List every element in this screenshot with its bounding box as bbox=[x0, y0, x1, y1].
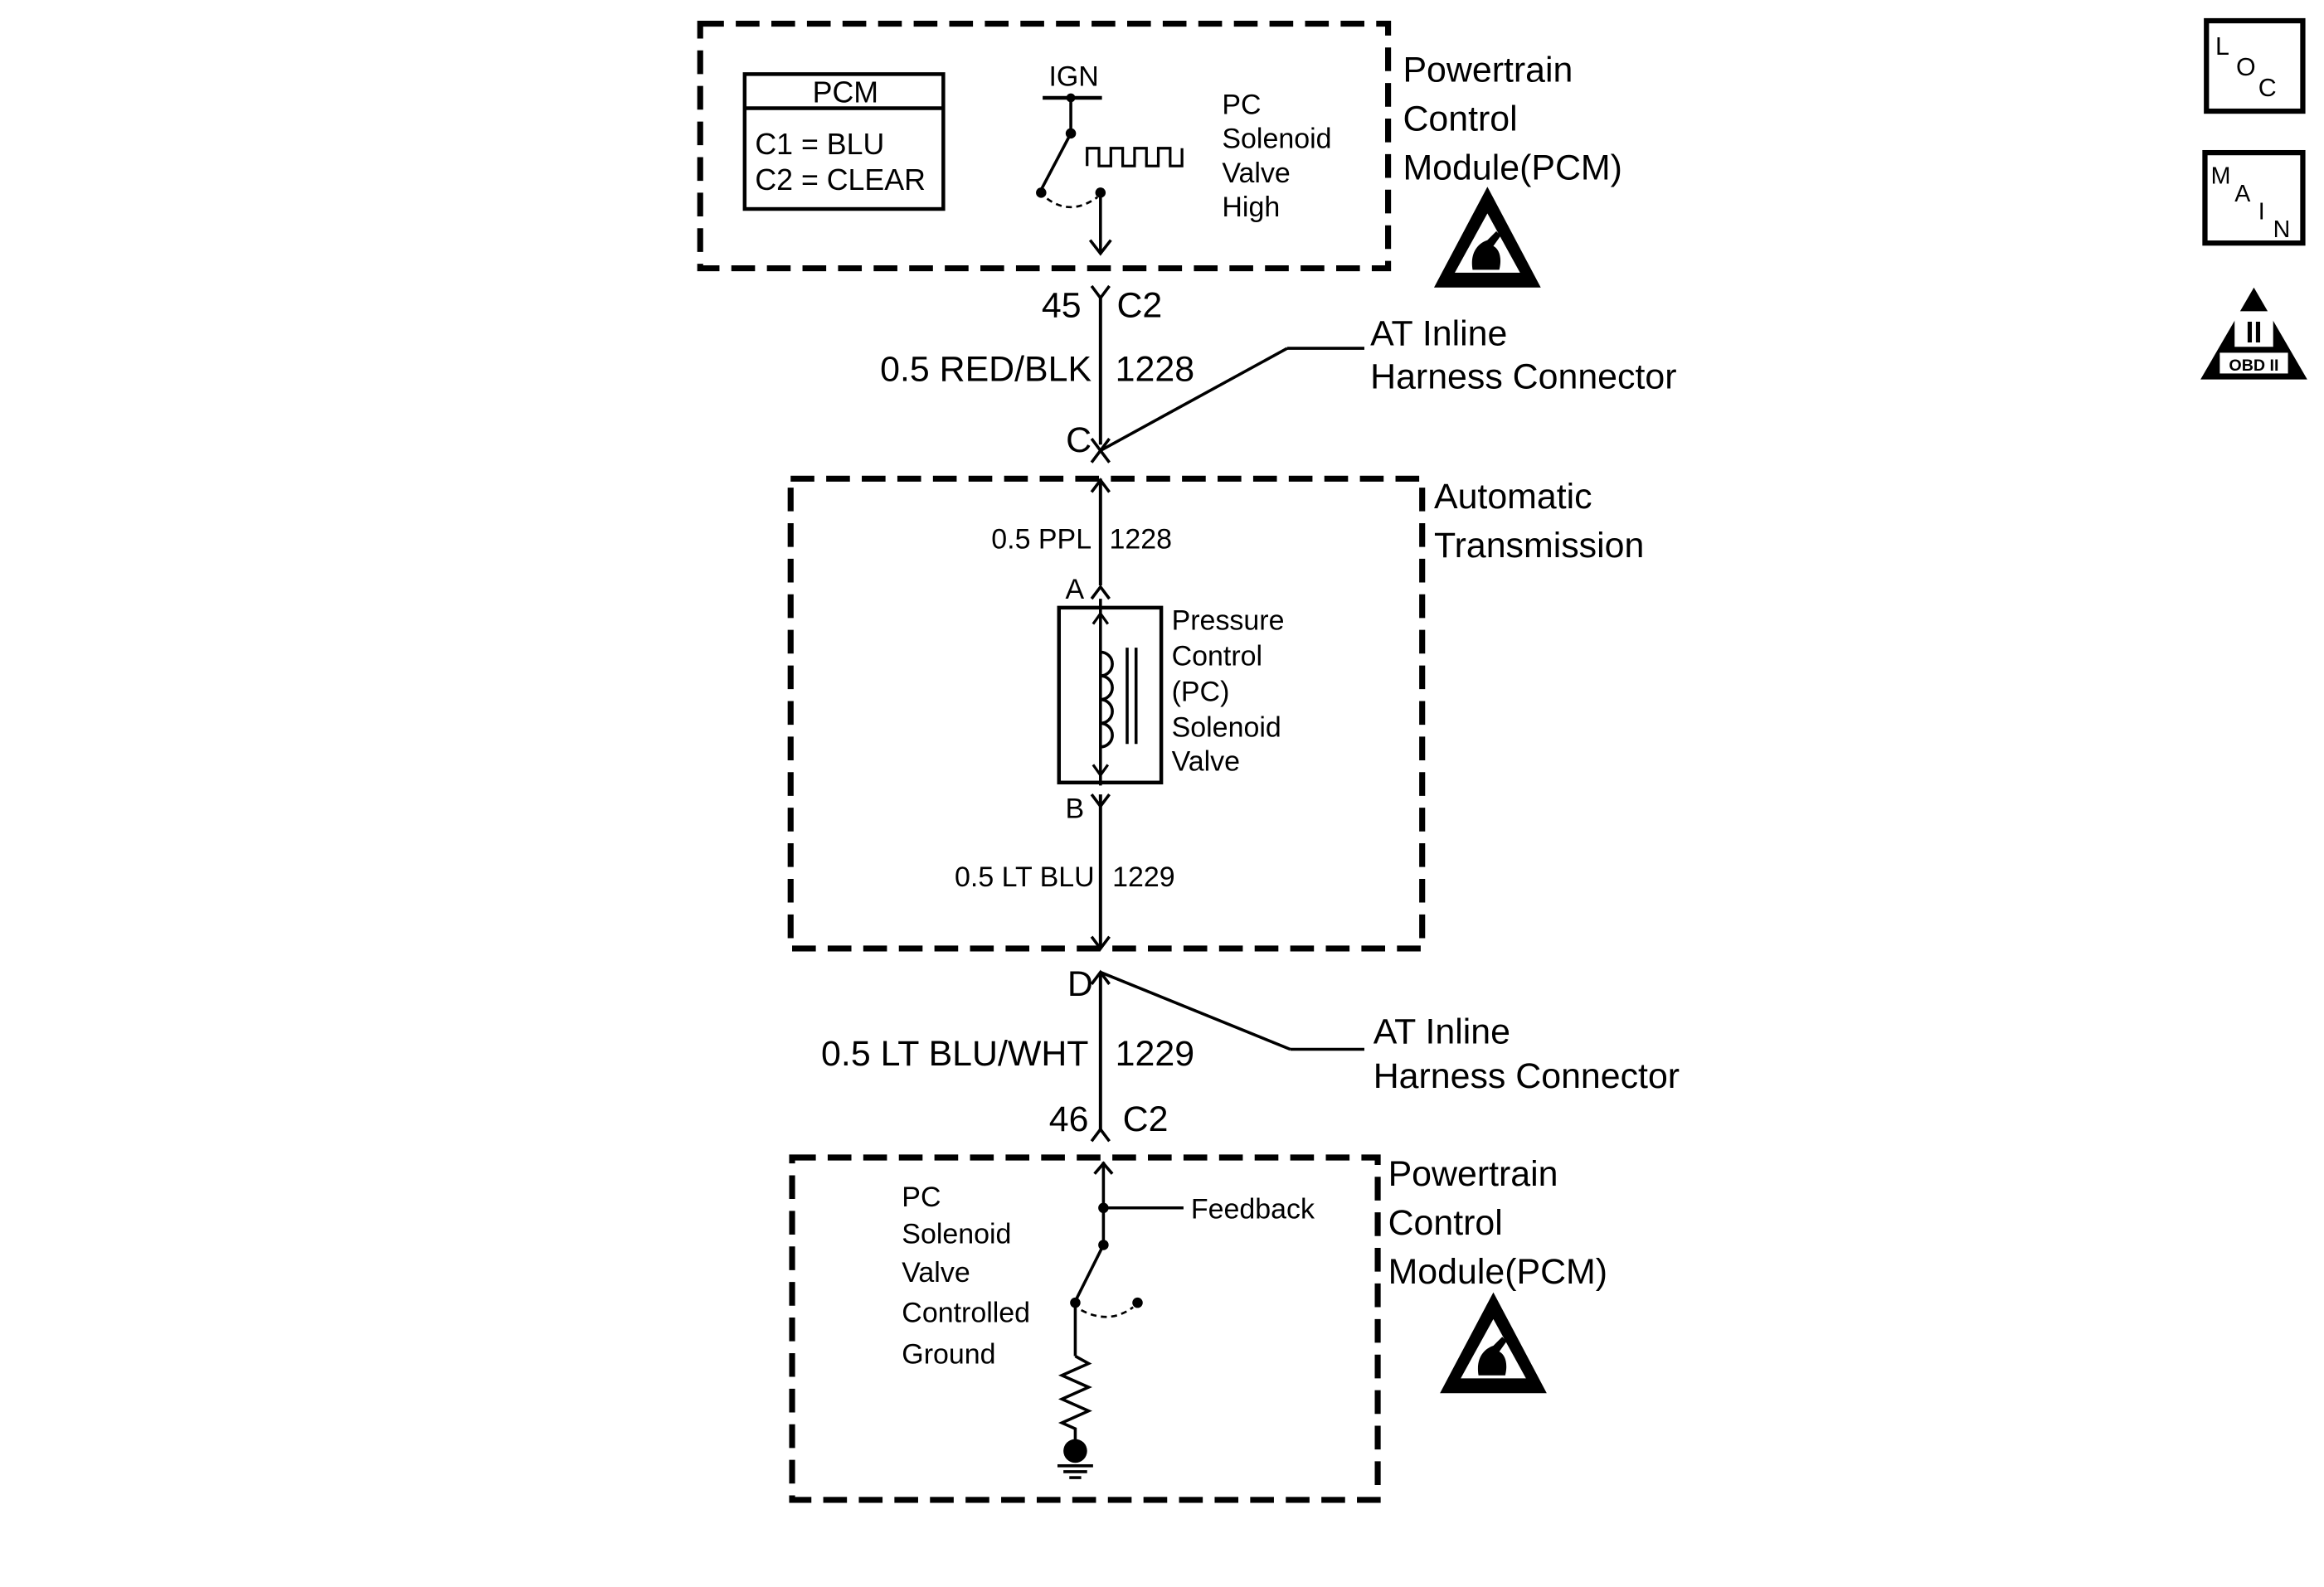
loc-icon[interactable]: L O C bbox=[2204, 17, 2306, 114]
loc-letter: L bbox=[2215, 32, 2229, 61]
pc-solenoid-valve: Pressure Control (PC) Solenoid Valve bbox=[1057, 599, 1285, 786]
bottom-pcm-block: Powertrain Control Module(PCM) Feedback bbox=[789, 1154, 1607, 1503]
wire-red-blk: 0.5 RED/BLK bbox=[880, 349, 1092, 389]
wire-lt-blu: 0.5 LT BLU bbox=[955, 861, 1095, 893]
connector-c2-upper: C2 bbox=[1116, 286, 1162, 326]
bottom-pcm-boundary bbox=[789, 1154, 1381, 1503]
obd-text: OBD II bbox=[2229, 357, 2278, 375]
solenoid-label-line: Solenoid bbox=[1172, 711, 1281, 743]
connector-c2-lower: C2 bbox=[1123, 1099, 1169, 1139]
terminal-a: A bbox=[1066, 574, 1085, 605]
legend-header: PCM bbox=[813, 75, 878, 109]
ground-driver-label-line: Solenoid bbox=[902, 1219, 1011, 1250]
esd-sensitive-icon bbox=[1433, 187, 1541, 288]
legend-c1: C1 = BLU bbox=[755, 128, 884, 161]
main-letter: M bbox=[2211, 163, 2231, 190]
circuit-1229-trans: 1229 bbox=[1112, 861, 1175, 893]
pwm-waveform-icon bbox=[1086, 147, 1184, 167]
top-pcm-title: Module(PCM) bbox=[1403, 148, 1621, 187]
solenoid-label-line: Control bbox=[1172, 641, 1262, 672]
solenoid-label-line: Valve bbox=[1172, 745, 1240, 777]
inline-pin-d: D bbox=[1067, 964, 1093, 1004]
driver-label-line: Solenoid bbox=[1222, 124, 1331, 155]
bottom-pcm-title: Control bbox=[1388, 1203, 1503, 1243]
inline-pin-c: C bbox=[1066, 420, 1092, 460]
driver-label-line: PC bbox=[1222, 90, 1261, 121]
esd-sensitive-icon bbox=[1440, 1292, 1547, 1394]
pc-high-driver: IGN PC Solenoid Valve High bbox=[1036, 61, 1332, 256]
transmission-title: Automatic bbox=[1434, 477, 1592, 517]
ground-driver-label-line: Controlled bbox=[902, 1297, 1030, 1328]
solenoid-label-line: Pressure bbox=[1172, 605, 1285, 637]
ground-driver-label-line: Valve bbox=[902, 1257, 970, 1289]
pin-46: 46 bbox=[1049, 1099, 1089, 1139]
pin-45: 45 bbox=[1042, 286, 1082, 326]
connector-legend: PCM C1 = BLU C2 = CLEAR bbox=[742, 72, 946, 211]
circuit-1229: 1229 bbox=[1116, 1034, 1194, 1074]
obd-numeral: II bbox=[2246, 316, 2263, 349]
driver-label-line: Valve bbox=[1222, 158, 1290, 189]
automatic-transmission-block: Automatic Transmission 0.5 PPL 1228 A Pr… bbox=[787, 475, 1644, 952]
top-pcm-boundary bbox=[697, 21, 1392, 272]
bottom-pcm-title: Powertrain bbox=[1388, 1154, 1558, 1194]
solenoid-coil-icon bbox=[1100, 650, 1114, 749]
upper-wire-segment: 45 C2 0.5 RED/BLK 1228 C AT Inline Harne… bbox=[880, 284, 1677, 463]
feedback-label: Feedback bbox=[1191, 1193, 1315, 1225]
main-letter: A bbox=[2234, 181, 2250, 207]
wire-lt-blu-wht: 0.5 LT BLU/WHT bbox=[821, 1034, 1088, 1074]
main-letter: N bbox=[2273, 216, 2291, 243]
ground-driver-label-line: Ground bbox=[902, 1338, 995, 1370]
inline-connector-callout: Harness Connector bbox=[1373, 1056, 1680, 1096]
ign-label: IGN bbox=[1048, 61, 1098, 93]
ground-driver-label-line: PC bbox=[902, 1182, 941, 1213]
driver-label-line: High bbox=[1222, 192, 1280, 223]
obd-ii-icon[interactable]: OBD II II bbox=[2200, 287, 2307, 380]
circuit-1228-trans: 1228 bbox=[1110, 523, 1173, 555]
main-letter: I bbox=[2258, 199, 2265, 226]
loc-letter: C bbox=[2258, 74, 2277, 102]
resistor-icon bbox=[1057, 1354, 1092, 1441]
terminal-b: B bbox=[1066, 794, 1085, 825]
wire-ppl: 0.5 PPL bbox=[991, 523, 1092, 555]
legend-c2: C2 = CLEAR bbox=[755, 163, 926, 197]
transmission-boundary bbox=[787, 475, 1426, 952]
inline-connector-callout: AT Inline bbox=[1370, 313, 1507, 353]
top-pcm-title: Control bbox=[1403, 99, 1517, 138]
circuit-1228: 1228 bbox=[1116, 349, 1194, 389]
top-pcm-block: PCM C1 = BLU C2 = CLEAR IGN PC Solenoid … bbox=[697, 21, 1622, 288]
top-pcm-title: Powertrain bbox=[1403, 50, 1573, 90]
inline-connector-callout: Harness Connector bbox=[1370, 357, 1676, 396]
lower-wire-segment: D AT Inline Harness Connector 0.5 LT BLU… bbox=[821, 964, 1680, 1143]
main-icon[interactable]: M A I N bbox=[2202, 149, 2306, 246]
loc-letter: O bbox=[2236, 53, 2256, 81]
transmission-title: Transmission bbox=[1434, 526, 1644, 565]
inline-connector-callout: AT Inline bbox=[1373, 1012, 1510, 1051]
pc-ground-driver: Feedback PC Solenoid Valve Controlled Gr… bbox=[902, 1161, 1315, 1479]
bottom-pcm-title: Module(PCM) bbox=[1388, 1252, 1607, 1292]
solenoid-label-line: (PC) bbox=[1172, 676, 1230, 707]
